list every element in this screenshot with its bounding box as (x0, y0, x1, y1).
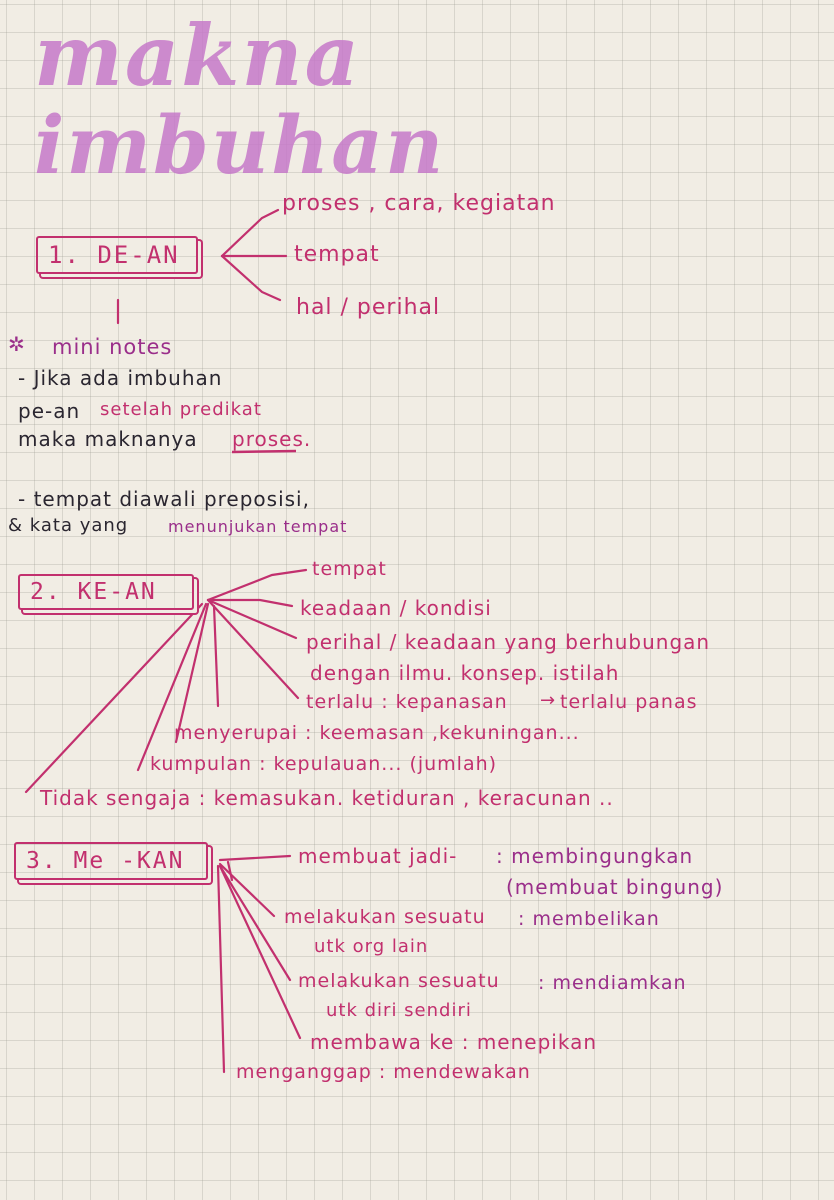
me-kan-label: 3. Me -KAN (26, 848, 185, 874)
me-kan-meaning-2a: melakukan sesuatu (284, 906, 486, 928)
title-line-2: imbuhan (34, 98, 446, 192)
connector-ke-an-1 (206, 568, 308, 602)
connector-ke-an-8 (24, 602, 204, 794)
note2-line2a: & kata yang (8, 515, 129, 536)
de-an-label: 1. DE-AN (48, 241, 180, 269)
ke-an-meaning-6: kumpulan : kepulauan... (jumlah) (150, 753, 498, 775)
ke-an-meaning-1: tempat (312, 558, 387, 580)
connector-me-kan-1 (218, 854, 292, 862)
me-kan-meaning-3b: : mendiamkan (538, 972, 687, 994)
proses-underline (231, 449, 297, 454)
note1-line2a: pe-an (18, 399, 81, 423)
ke-an-meaning-7: Tidak sengaja : kemasukan. ketiduran , k… (40, 786, 614, 810)
me-kan-meaning-1a: membuat jadi- (298, 844, 458, 868)
connector-ke-an-3 (206, 598, 298, 640)
note2-line2b: menunjukan tempat (168, 517, 348, 536)
note2-line1: - tempat diawali preposisi, (18, 487, 310, 511)
me-kan-meaning-1b: : membingungkan (496, 844, 694, 868)
connector-me-kan-5 (216, 864, 226, 1074)
title-line-1: makna (34, 6, 362, 105)
ke-an-label-box: 2. KE-AN (18, 574, 194, 610)
de-an-meaning-2: tempat (294, 242, 380, 267)
ke-an-meaning-2: keadaan / kondisi (300, 596, 492, 620)
me-kan-meaning-2b: : membelikan (518, 908, 660, 930)
ke-an-meaning-3: perihal / keadaan yang berhubungan (306, 630, 711, 654)
connector-de-an-1 (220, 208, 280, 258)
note1-line3b: proses. (232, 427, 312, 451)
connector-ke-an-4 (206, 598, 300, 700)
notes-header: mini notes (52, 335, 173, 359)
note1-line1: - Jika ada imbuhan (18, 366, 223, 390)
me-kan-meaning-3a: melakukan sesuatu (298, 970, 500, 992)
connector-me-kan-4 (218, 864, 302, 1040)
connector-me-kan-2 (218, 862, 276, 918)
connector-ke-an-5 (212, 604, 220, 708)
me-kan-meaning-2c: utk org lain (314, 936, 429, 957)
note1-line2b: setelah predikat (100, 399, 262, 420)
de-an-label-box: 1. DE-AN (36, 236, 198, 274)
me-kan-label-box: 3. Me -KAN (14, 842, 208, 880)
me-kan-meaning-4: membawa ke : menepikan (310, 1030, 597, 1054)
note1-line3a: maka maknanya (18, 427, 198, 451)
ke-an-meaning-3b: dengan ilmu. konsep. istilah (310, 661, 620, 685)
me-kan-meaning-3c: utk diri sendiri (326, 1000, 472, 1021)
me-kan-meaning-1c: (membuat bingung) (506, 875, 724, 899)
de-an-meaning-3: hal / perihal (296, 295, 441, 320)
de-an-meaning-1: proses , cara, kegiatan (282, 191, 556, 216)
connector-ke-an-2 (206, 598, 294, 608)
star-icon: ✲ (8, 332, 25, 356)
connector-ke-an-6 (174, 602, 210, 744)
ke-an-meaning-5: menyerupai : keemasan ,kekuningan... (174, 722, 580, 744)
me-kan-meaning-5: menganggap : mendewakan (236, 1061, 531, 1083)
ke-an-meaning-4b: terlalu panas (560, 691, 698, 713)
connector-me-kan-3 (218, 864, 292, 982)
arrow-right-icon: → (540, 690, 556, 711)
connector-ke-an-7 (136, 602, 208, 772)
ke-an-label: 2. KE-AN (30, 579, 157, 605)
connector-me-kan-6 (226, 860, 234, 882)
connector-de-an-3 (220, 254, 282, 302)
ke-an-meaning-4a: terlalu : kepanasan (306, 691, 508, 713)
